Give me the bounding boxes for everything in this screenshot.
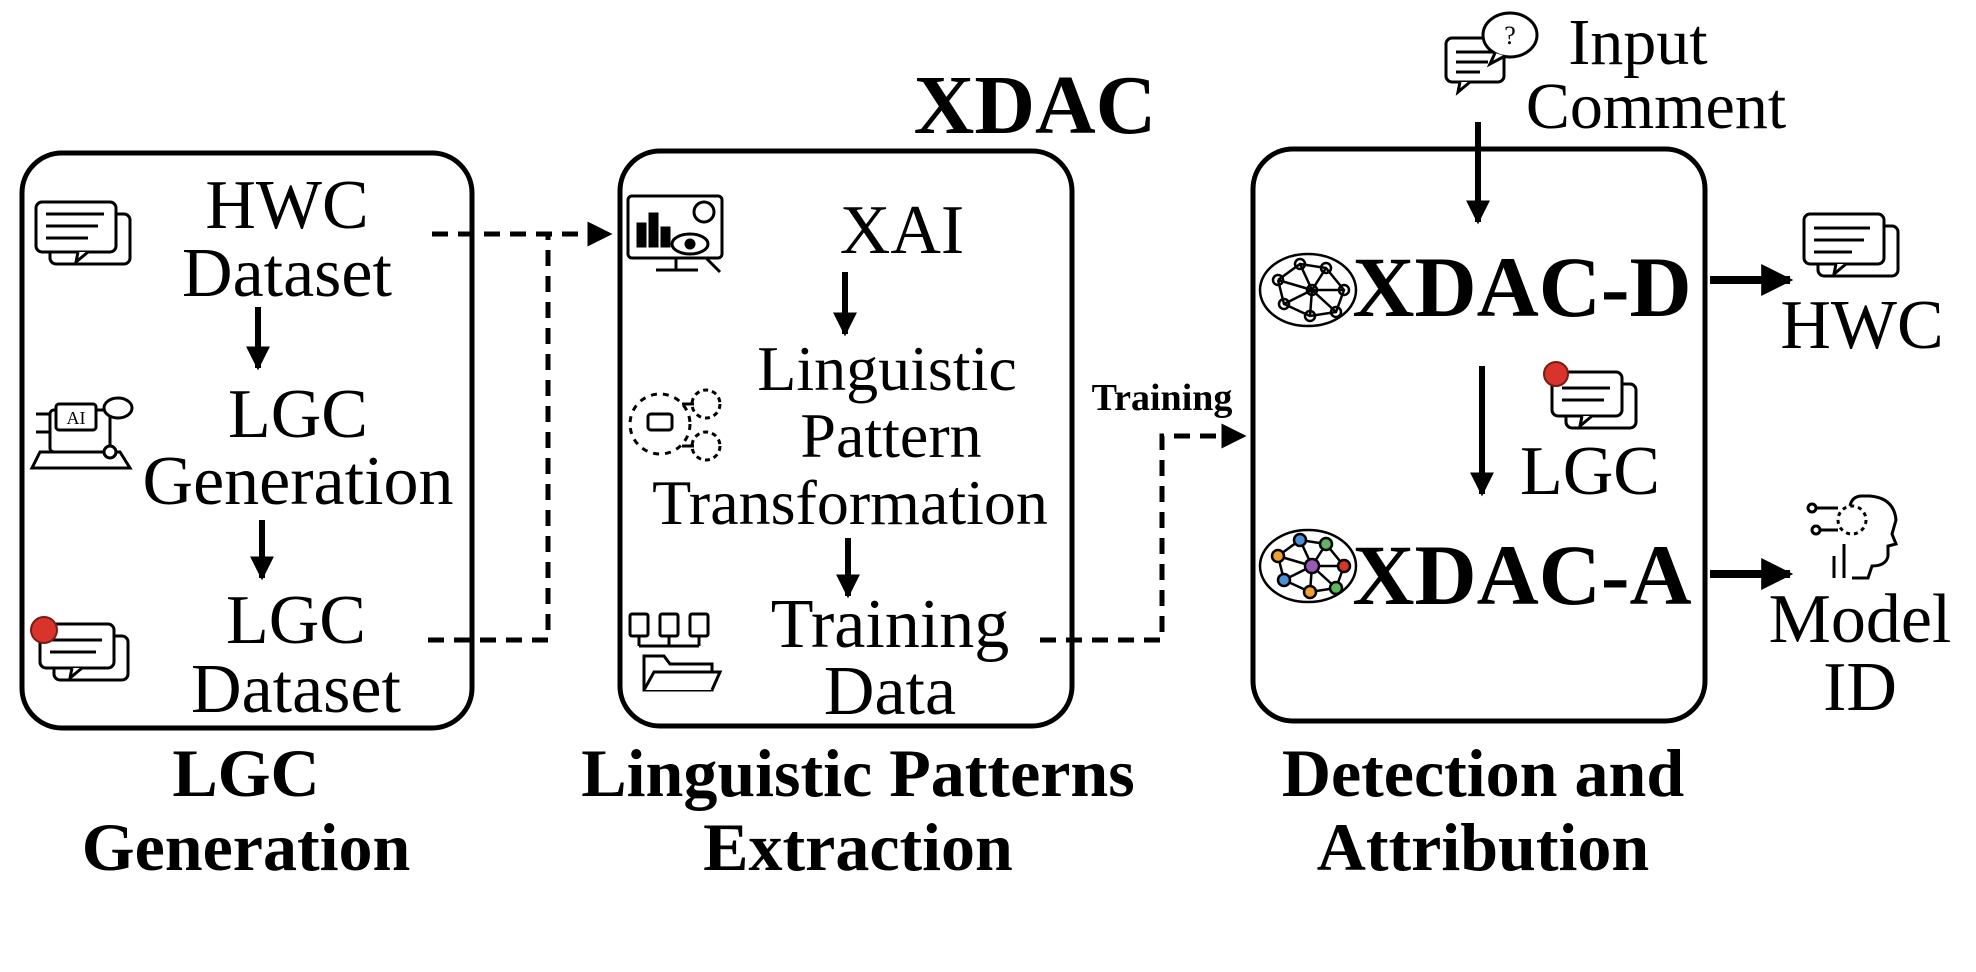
model-id-line1: Model (1769, 581, 1952, 658)
lgc-generation-line1: LGC (228, 376, 368, 453)
lpt-line2: Pattern (800, 400, 981, 471)
lgc-dataset-line2: Dataset (191, 651, 401, 728)
lgc-intermediate-label: LGC (1520, 433, 1660, 510)
dashed-connector-lgc-dataset-to-xai (428, 234, 551, 643)
stage-3-caption-line2: Attribution (1317, 809, 1649, 885)
stage-1-caption-line1: LGC (172, 735, 319, 811)
stage-1-caption-line2: Generation (82, 809, 411, 885)
stage-2-box (617, 148, 1075, 729)
hwc-dataset-line1: HWC (205, 167, 368, 244)
lpt-line3: Transformation (652, 467, 1048, 538)
xdac-title: XDAC (914, 59, 1157, 152)
analytics-monitor-icon (626, 194, 724, 274)
xdac-a-label: XDAC-A (1352, 527, 1691, 623)
chat-document-icon (34, 200, 132, 266)
output-hwc-label: HWC (1780, 287, 1943, 364)
hwc-dataset-line2: Dataset (182, 235, 392, 312)
ai-laptop-icon: AI (29, 396, 134, 470)
xdac-d-label: XDAC-D (1352, 239, 1691, 335)
stage-2-caption-line1: Linguistic Patterns (581, 735, 1134, 811)
training-data-line2: Data (824, 653, 956, 730)
stage-1-box (19, 150, 475, 731)
stage-3-caption-line1: Detection and (1282, 735, 1684, 811)
colorful-neural-brain-icon (1258, 528, 1358, 604)
robot-head-icon (1806, 494, 1899, 580)
hwc-output-chat-icon (1802, 212, 1900, 278)
brain-chat-icon (30, 616, 130, 682)
input-label-line2: Comment (1526, 70, 1786, 143)
input-label-line1: Input (1568, 6, 1707, 79)
training-data-line1: Training (771, 586, 1010, 663)
neural-brain-icon (1258, 252, 1358, 328)
lgc-dataset-line1: LGC (226, 582, 366, 659)
training-edge-label: Training (1092, 377, 1233, 419)
gears-chat-icon (628, 388, 722, 462)
dashed-connector-training (1040, 423, 1247, 643)
folder-files-icon (628, 612, 723, 692)
stage-2-caption-line2: Extraction (703, 809, 1013, 885)
model-id-line2: ID (1823, 649, 1897, 726)
brain-chat-icon-small (1543, 361, 1638, 430)
lpt-line1: Linguistic (757, 333, 1017, 404)
lgc-generation-line2: Generation (143, 443, 454, 520)
xai-label: XAI (840, 192, 964, 269)
svg-text:AI: AI (67, 408, 86, 428)
svg-text:?: ? (1504, 21, 1516, 50)
chat-question-icon: ? (1444, 11, 1539, 96)
